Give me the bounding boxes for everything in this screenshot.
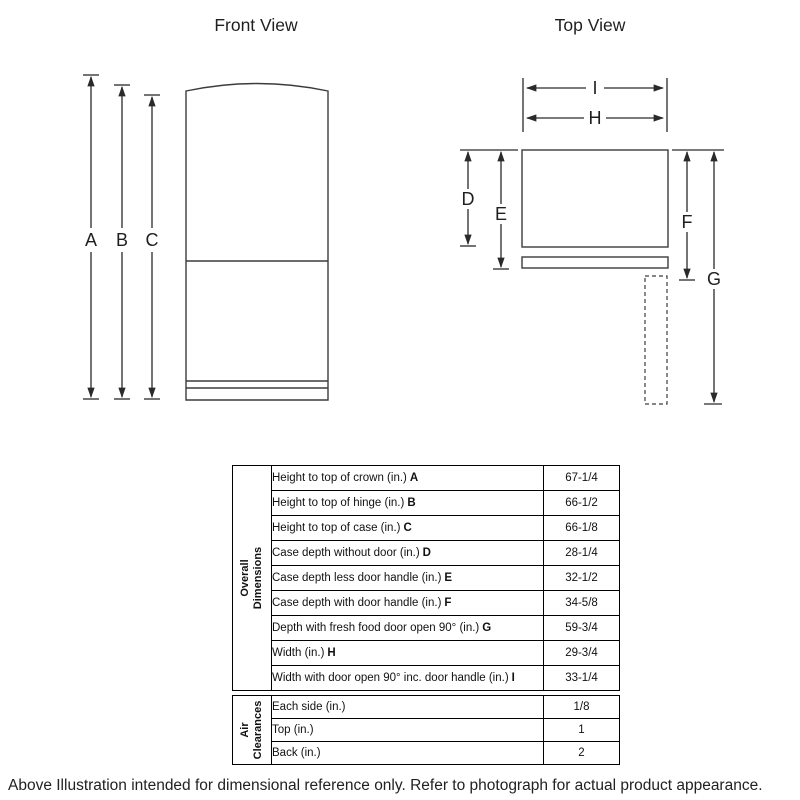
row-value: 66-1/8 — [543, 515, 620, 541]
dim-letter: E — [444, 572, 453, 584]
dim-letter: B — [407, 497, 416, 509]
dimension-arrow-c: C — [144, 94, 160, 400]
row-desc: Height to top of crown (in.)A — [271, 465, 544, 491]
dim-letter: C — [403, 522, 412, 534]
dim-letter: H — [327, 647, 336, 659]
label-b: B — [116, 230, 128, 250]
dim-letter: A — [409, 472, 419, 484]
row-value: 33-1/4 — [543, 665, 620, 691]
row-desc: Width with door open 90° inc. door handl… — [271, 665, 544, 691]
label-e: E — [495, 204, 507, 224]
table-row: Height to top of hinge (in.)B 66-1/2 — [233, 490, 620, 516]
table-row: Case depth with door handle (in.)F 34-5/… — [233, 590, 620, 616]
row-value: 1 — [543, 718, 620, 742]
row-desc: Each side (in.) — [271, 695, 544, 719]
door-outline-top — [521, 256, 669, 269]
case-outline-top — [521, 149, 669, 248]
row-value: 34-5/8 — [543, 590, 620, 616]
dimension-arrow-e: E — [493, 150, 509, 270]
row-desc: Back (in.) — [271, 741, 544, 765]
dimensions-table: Overall Dimensions Height to top of crow… — [232, 465, 620, 769]
table-row: Top (in.) 1 — [233, 718, 620, 742]
row-value: 29-3/4 — [543, 640, 620, 666]
table-row: Depth with fresh food door open 90° (in.… — [233, 615, 620, 641]
table-row: Air Clearances Each side (in.) 1/8 — [232, 695, 620, 765]
row-desc: Case depth without door (in.)D — [271, 540, 544, 566]
row-desc: Top (in.) — [271, 718, 544, 742]
front-view-drawing: A B C — [83, 74, 329, 401]
section-label-air-clearances: Air Clearances — [238, 700, 264, 760]
table-row: Width with door open 90° inc. door handl… — [233, 665, 620, 691]
front-view-title: Front View — [214, 15, 298, 35]
dim-letter: G — [482, 622, 492, 634]
air-clearances-section: Air Clearances Each side (in.) 1/8 Top (… — [232, 695, 620, 765]
door-open-dashed-outline — [644, 275, 668, 405]
row-value: 67-1/4 — [543, 465, 620, 491]
top-view-title: Top View — [555, 15, 626, 35]
top-view-drawing: I H D — [460, 78, 724, 405]
table-row: Case depth less door handle (in.)E 32-1/… — [233, 565, 620, 591]
label-g: G — [707, 269, 721, 289]
row-value: 32-1/2 — [543, 565, 620, 591]
table-row: Back (in.) 2 — [233, 741, 620, 765]
table-row: Height to top of case (in.)C 66-1/8 — [233, 515, 620, 541]
dimension-arrow-h: H — [525, 108, 665, 128]
label-c: C — [146, 230, 159, 250]
section-label-cell: Overall Dimensions — [232, 465, 272, 691]
row-desc: Width (in.)H — [271, 640, 544, 666]
section-label-cell: Air Clearances — [232, 695, 272, 765]
label-i: I — [592, 78, 597, 98]
dim-letter: D — [422, 547, 431, 559]
label-f: F — [682, 212, 693, 232]
row-value: 2 — [543, 741, 620, 765]
dimension-arrow-f: F — [679, 150, 695, 281]
section-label-overall-dimensions: Overall Dimensions — [238, 546, 264, 610]
row-value: 1/8 — [543, 695, 620, 719]
row-desc: Depth with fresh food door open 90° (in.… — [271, 615, 544, 641]
dimension-arrow-a: A — [83, 74, 99, 400]
row-desc: Case depth less door handle (in.)E — [271, 565, 544, 591]
label-h: H — [589, 108, 602, 128]
row-value: 59-3/4 — [543, 615, 620, 641]
row-desc: Case depth with door handle (in.)F — [271, 590, 544, 616]
dim-letter: F — [444, 597, 452, 609]
dimension-arrow-b: B — [114, 84, 130, 400]
row-value: 66-1/2 — [543, 490, 620, 516]
dim-letter: I — [511, 672, 515, 684]
row-value: 28-1/4 — [543, 540, 620, 566]
disclaimer-note: Above Illustration intended for dimensio… — [8, 777, 763, 794]
dimension-arrow-d: D — [460, 150, 476, 247]
row-desc: Height to top of case (in.)C — [271, 515, 544, 541]
dimension-arrow-g: G — [704, 150, 722, 405]
label-d: D — [462, 189, 475, 209]
table-row: Overall Dimensions Height to top of crow… — [232, 465, 620, 691]
dimension-arrow-i: I — [525, 78, 665, 98]
fridge-outline — [185, 82, 329, 401]
row-desc: Height to top of hinge (in.)B — [271, 490, 544, 516]
dimension-diagram: Front View Top View A B — [83, 15, 724, 405]
label-a: A — [85, 230, 97, 250]
table-row: Width (in.)H 29-3/4 — [233, 640, 620, 666]
overall-dimensions-section: Overall Dimensions Height to top of crow… — [232, 465, 620, 691]
table-row: Case depth without door (in.)D 28-1/4 — [233, 540, 620, 566]
